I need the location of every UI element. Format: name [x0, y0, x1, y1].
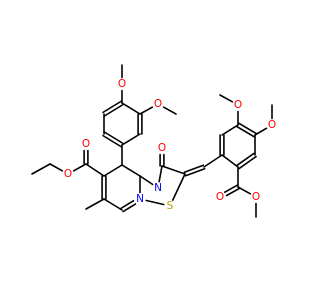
oxygen-atom-label: O: [252, 191, 260, 203]
bond-layer: [31, 64, 273, 218]
atom-label-background: [80, 138, 92, 150]
single-bond: [162, 106, 177, 115]
atom-label-background: [214, 191, 226, 203]
atom-label-background: [134, 193, 146, 205]
atom-label-background: [152, 182, 164, 194]
single-bond: [237, 186, 252, 195]
double-bond: [184, 167, 206, 177]
single-bond: [31, 163, 51, 175]
atom-label-background: [164, 200, 176, 212]
single-bond: [145, 199, 165, 206]
single-bond: [121, 164, 141, 177]
sulfur-atom-label: S: [167, 200, 174, 212]
single-bond: [49, 163, 64, 172]
single-bond: [203, 154, 223, 168]
single-bond: [161, 165, 186, 175]
single-bond: [221, 124, 239, 136]
double-bond: [122, 203, 137, 213]
nitrogen-atom-label: N: [154, 182, 162, 194]
oxygen-atom-label: O: [154, 98, 162, 110]
nitrogen-atom-label: N: [136, 193, 144, 205]
single-bond: [221, 154, 239, 168]
oxygen-atom-label: O: [158, 142, 166, 154]
single-bond: [103, 164, 123, 177]
atom-label-background: [156, 142, 168, 154]
oxygen-atom-label: O: [234, 99, 242, 111]
atom-label-background: [152, 98, 164, 110]
single-bond: [72, 163, 87, 172]
single-bond: [85, 198, 105, 210]
double-bond: [104, 131, 124, 145]
single-bond: [139, 175, 154, 186]
double-bond: [238, 155, 257, 170]
double-bond: [120, 199, 135, 210]
double-bond: [223, 184, 238, 193]
atom-label-background: [250, 191, 262, 203]
single-bond: [219, 94, 234, 103]
double-bond: [236, 125, 255, 138]
single-bond: [103, 198, 123, 211]
double-bond: [183, 164, 205, 174]
oxygen-atom-label: O: [64, 168, 72, 180]
single-bond: [121, 133, 141, 146]
double-bond: [102, 134, 122, 148]
double-bond: [225, 187, 240, 197]
oxygen-atom-label: O: [82, 138, 90, 150]
oxygen-atom-label: O: [216, 191, 224, 203]
atom-label-background: [62, 168, 74, 180]
single-bond: [158, 165, 163, 183]
single-bond: [139, 106, 154, 115]
atom-label-background: [266, 119, 278, 131]
atom-label-background: [116, 78, 128, 90]
single-bond: [121, 102, 141, 115]
oxygen-atom-label: O: [118, 78, 126, 90]
atom-label-background: [232, 99, 244, 111]
single-bond: [171, 173, 186, 201]
double-bond: [238, 122, 257, 135]
double-bond: [236, 152, 255, 167]
double-bond: [104, 103, 124, 117]
single-bond: [254, 127, 268, 136]
oxygen-atom-label: O: [268, 119, 276, 131]
single-bond: [85, 163, 105, 177]
double-bond: [102, 100, 122, 114]
